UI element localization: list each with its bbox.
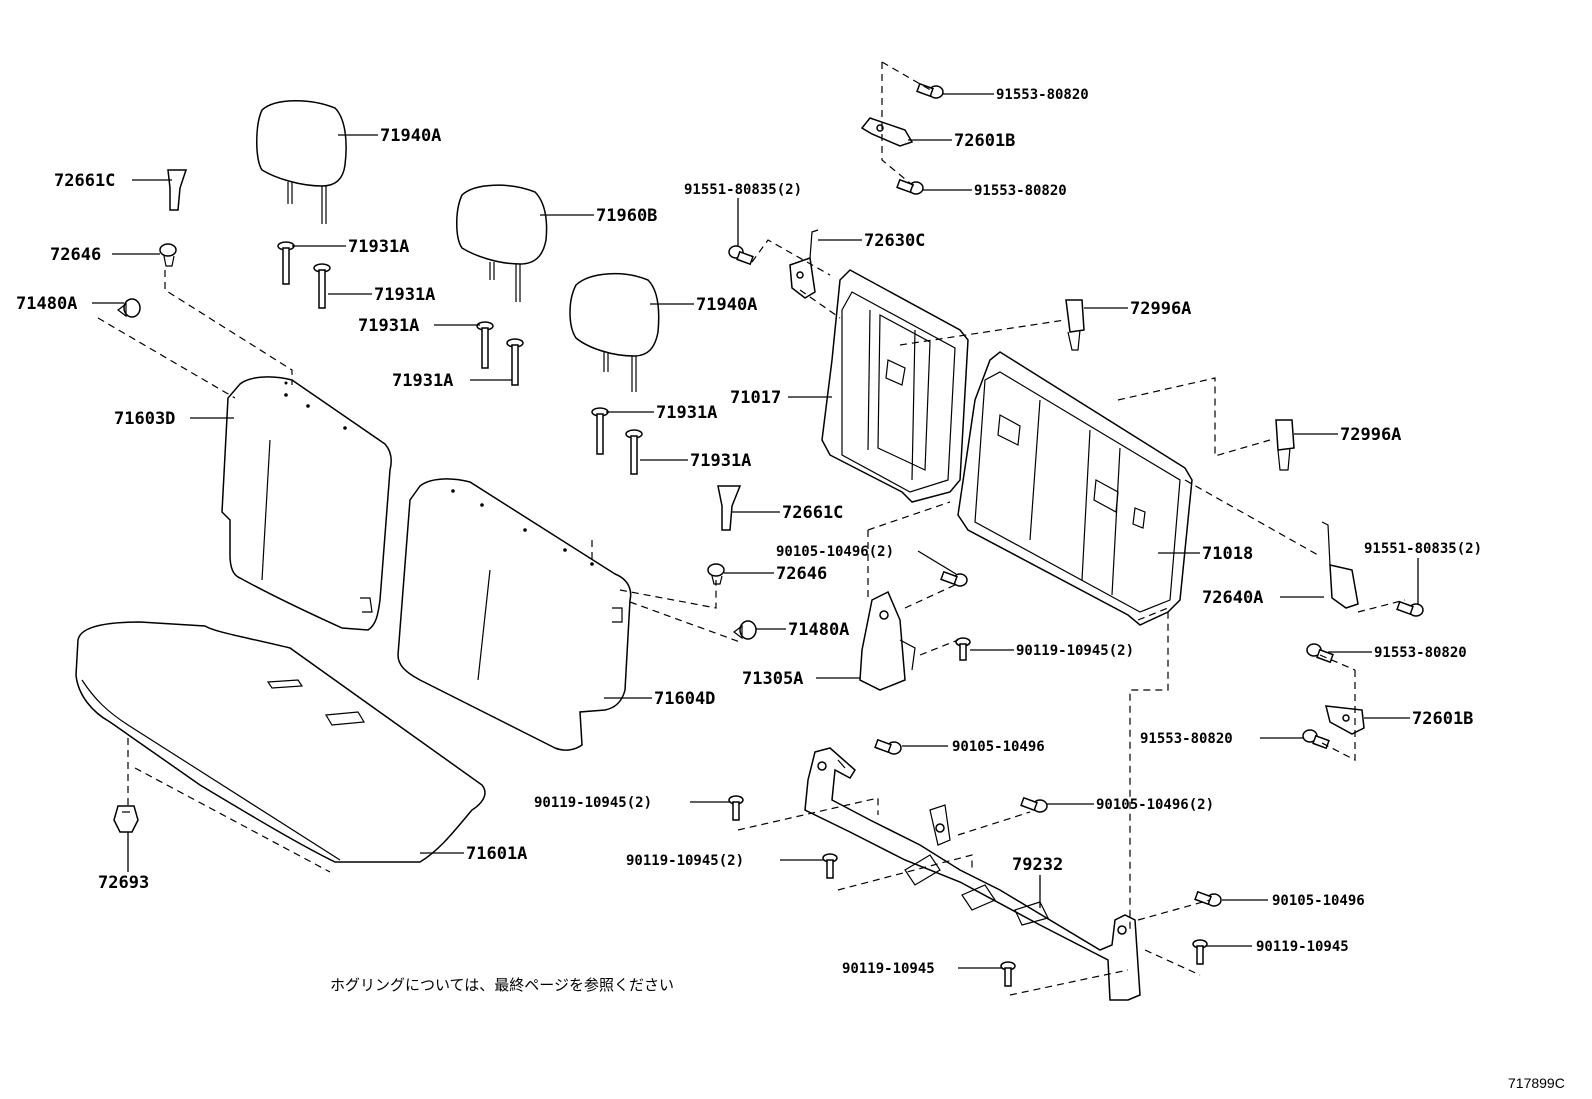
- part-72693: [113, 805, 139, 833]
- label-91551-80835-left[interactable]: 91551-80835(2): [684, 182, 802, 198]
- label-90119-10945-2-b[interactable]: 90119-10945(2): [534, 795, 652, 811]
- label-71305a[interactable]: 71305A: [742, 669, 803, 689]
- part-71480a-left: [117, 298, 141, 318]
- bolt-90119-10945-2-upper: [955, 637, 971, 661]
- bracket-71305a: [859, 590, 916, 691]
- label-72601b-top[interactable]: 72601B: [954, 131, 1015, 151]
- label-72640a[interactable]: 72640A: [1202, 588, 1263, 608]
- label-71603d[interactable]: 71603D: [114, 409, 175, 429]
- headrest-71940a-center: [569, 272, 660, 392]
- label-72661c-left[interactable]: 72661C: [54, 171, 115, 191]
- label-71018[interactable]: 71018: [1202, 544, 1253, 564]
- part-72646-center: [707, 563, 725, 585]
- bolt-91551-80835-left: [728, 245, 754, 266]
- bolt-91551-80835-right: [1396, 600, 1424, 617]
- label-71940a-center[interactable]: 71940A: [696, 295, 757, 315]
- bracket-72601b-right: [1325, 705, 1365, 735]
- label-91553-80820-3[interactable]: 91553-80820: [1374, 645, 1467, 661]
- label-71931a-1[interactable]: 71931A: [348, 237, 409, 257]
- label-90105-10496-a[interactable]: 90105-10496: [952, 739, 1045, 755]
- seat-cushion-71601a: [75, 621, 486, 863]
- label-71604d[interactable]: 71604D: [654, 689, 715, 709]
- label-91553-80820-4[interactable]: 91553-80820: [1140, 731, 1233, 747]
- label-72601b-right[interactable]: 72601B: [1412, 709, 1473, 729]
- part-labels: 71940A 72661C 72646 71931A 71931A 71480A…: [16, 87, 1482, 977]
- label-72996a-2[interactable]: 72996A: [1340, 425, 1401, 445]
- bracket-72640a: [1321, 521, 1359, 609]
- part-72646-left: [159, 243, 177, 267]
- label-72693[interactable]: 72693: [98, 873, 149, 893]
- label-79232[interactable]: 79232: [1012, 855, 1063, 875]
- bolt-90119-10945-a: [1192, 939, 1208, 965]
- label-72646-center[interactable]: 72646: [776, 564, 827, 584]
- label-71940a-left[interactable]: 71940A: [380, 126, 441, 146]
- seatback-frame-71017: [821, 269, 969, 503]
- latch-72996a-2: [1275, 419, 1295, 471]
- label-90105-10496-2-b[interactable]: 90105-10496(2): [1096, 797, 1214, 813]
- bolt-91553-80820-top1: [916, 82, 944, 99]
- label-71931a-3[interactable]: 71931A: [358, 316, 419, 336]
- leader-lines: [92, 93, 1419, 969]
- seatback-frame-71018: [957, 351, 1193, 626]
- label-72630c[interactable]: 72630C: [864, 231, 925, 251]
- figure-reference: 717899C: [1508, 1075, 1565, 1091]
- label-90119-10945-a[interactable]: 90119-10945: [1256, 939, 1349, 955]
- label-91551-80835-right[interactable]: 91551-80835(2): [1364, 541, 1482, 557]
- bolt-91553-80820-right1: [1306, 643, 1334, 664]
- part-71480a-center: [733, 620, 757, 640]
- label-71931a-6[interactable]: 71931A: [690, 451, 751, 471]
- label-72646-left[interactable]: 72646: [50, 245, 101, 265]
- label-90119-10945-b[interactable]: 90119-10945: [842, 961, 935, 977]
- label-91553-80820-1[interactable]: 91553-80820: [996, 87, 1089, 103]
- part-72661c-left: [167, 169, 188, 211]
- label-71480a-left[interactable]: 71480A: [16, 294, 77, 314]
- latch-72996a-1: [1065, 299, 1085, 351]
- headrest-71940a-left: [256, 100, 347, 224]
- bolt-90105-10496-2-b: [1020, 796, 1048, 813]
- seat-back-71603d: [221, 376, 392, 631]
- frame-79232: [804, 747, 1141, 1001]
- part-72661c-center: [717, 485, 742, 531]
- label-90105-10496-b[interactable]: 90105-10496: [1272, 893, 1365, 909]
- bolt-90119-10945-b: [1000, 961, 1016, 987]
- label-90119-10945-2-c[interactable]: 90119-10945(2): [626, 853, 744, 869]
- seat-back-71604d: [397, 478, 632, 751]
- label-71017[interactable]: 71017: [730, 388, 781, 408]
- label-71931a-4[interactable]: 71931A: [392, 371, 453, 391]
- label-91553-80820-2[interactable]: 91553-80820: [974, 183, 1067, 199]
- bolt-90105-10496-2-upper: [940, 570, 968, 587]
- hog-ring-note: ホグリングについては、最終ページを参照ください: [330, 976, 674, 994]
- bolt-91553-80820-right2: [1302, 729, 1330, 750]
- label-71931a-2[interactable]: 71931A: [374, 285, 435, 305]
- label-90119-10945-2-upper[interactable]: 90119-10945(2): [1016, 643, 1134, 659]
- bolt-90105-10496-a: [874, 738, 902, 755]
- assembly-dashed-lines: [97, 61, 1406, 996]
- label-71931a-5[interactable]: 71931A: [656, 403, 717, 423]
- bolt-91553-80820-top2: [896, 178, 924, 195]
- label-71480a-center[interactable]: 71480A: [788, 620, 849, 640]
- bolt-90105-10496-b: [1194, 890, 1222, 907]
- bracket-72601b-top: [860, 117, 914, 147]
- headrest-71960b: [456, 184, 548, 302]
- label-71960b[interactable]: 71960B: [596, 206, 657, 226]
- bolt-90119-10945-2-b: [728, 795, 744, 821]
- label-72661c-center[interactable]: 72661C: [782, 503, 843, 523]
- bolt-90119-10945-2-c: [822, 853, 838, 879]
- bracket-72630c: [789, 229, 819, 299]
- label-71601a[interactable]: 71601A: [466, 844, 527, 864]
- label-72996a-1[interactable]: 72996A: [1130, 299, 1191, 319]
- label-90105-10496-2-upper[interactable]: 90105-10496(2): [776, 544, 894, 560]
